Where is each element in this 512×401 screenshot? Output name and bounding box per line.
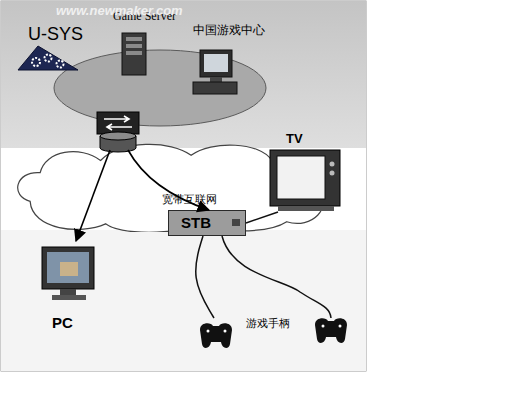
node-label: 游戏手柄 (246, 318, 290, 331)
node-label: 宽带互联网 (162, 194, 217, 207)
game-center-node: 中国游戏中心 (188, 24, 273, 96)
tv-stand (278, 206, 334, 211)
watermark: www.newmaker.com (56, 3, 183, 18)
node-label: U-SYS (28, 24, 83, 45)
router-pc-arrow (76, 150, 110, 241)
router-icon (97, 112, 139, 134)
pc-node: PC (38, 244, 100, 336)
top-band (1, 1, 366, 148)
tv-screen (277, 156, 325, 199)
gamepad-button (339, 325, 342, 328)
router-arrows (104, 116, 132, 130)
center-stand (210, 77, 222, 82)
connectors (196, 212, 278, 318)
pc-screen-picture (60, 262, 78, 276)
node-label: 中国游戏中心 (193, 24, 265, 38)
gamepad-button (322, 325, 325, 328)
pc-screen (47, 252, 89, 283)
pc-base (52, 295, 86, 300)
server-bay (126, 37, 142, 41)
gear-icon (45, 55, 52, 62)
cable-connector (196, 236, 214, 318)
center-server-box (193, 82, 237, 94)
system-triangle-icon (18, 46, 78, 70)
tv-knob (330, 162, 335, 167)
gamepad-icon (200, 323, 232, 348)
pc-stand (60, 289, 76, 295)
gamepad-icon (315, 318, 347, 343)
center-monitor-icon (200, 50, 232, 77)
server-bay (126, 51, 142, 55)
node-label: TV (286, 132, 303, 147)
node-label: STB (181, 214, 211, 231)
bottom-band (1, 230, 366, 371)
server-bay (126, 44, 142, 48)
server-network-ring (54, 50, 266, 126)
cable-connector (246, 212, 278, 223)
gamepad-cord (222, 236, 331, 318)
system-node: U-SYS (18, 24, 84, 72)
router-stb-arrow (128, 150, 209, 210)
router-cylinder (100, 136, 136, 152)
gamepad-button (224, 330, 227, 333)
set-top-box: STB (168, 210, 246, 236)
pc-monitor-icon (42, 247, 94, 289)
stb-button (232, 219, 240, 226)
game-server-node: Game Server (108, 10, 183, 78)
tv-node: TV (266, 132, 344, 212)
tv-icon (270, 150, 340, 206)
gear-icon (57, 61, 64, 68)
gear-icon (32, 58, 40, 66)
frame (1, 1, 366, 371)
tv-knob (330, 171, 335, 176)
gamepad-node: 游戏手柄 (198, 318, 293, 356)
node-label: PC (52, 314, 73, 331)
center-screen (204, 54, 228, 72)
server-tower-icon (122, 33, 146, 75)
gamepad-button (207, 330, 210, 333)
router-cylinder-top (100, 132, 136, 140)
